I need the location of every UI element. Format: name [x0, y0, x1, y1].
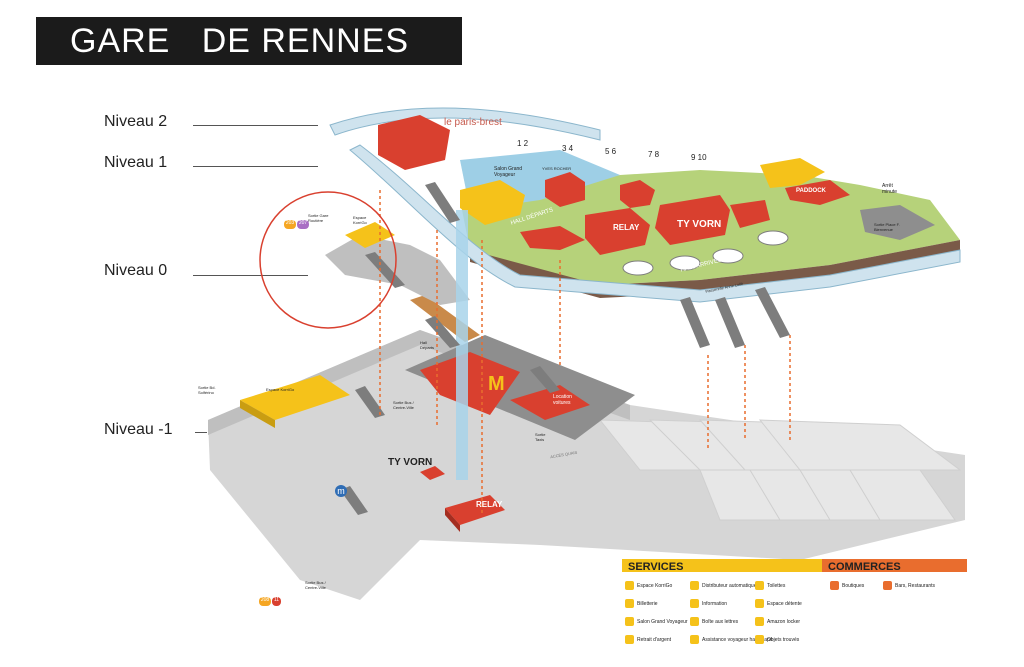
toilet-icon: [755, 581, 764, 590]
sortie-place-block: [860, 205, 935, 240]
accessibility-icon: [690, 635, 699, 644]
label-yves-rocher: YVES ROCHER: [542, 166, 572, 171]
lost-found-icon: [755, 635, 764, 644]
label-track-2: 3 4: [562, 144, 574, 153]
bus-badge-208: 208: [259, 597, 271, 606]
level-label-minus1: Niveau -1: [104, 421, 173, 438]
level-label-0: Niveau 0: [104, 262, 168, 279]
legend-item-information: Information: [690, 599, 727, 608]
label-sortie-bus-cv-1: Sortie Bus / Centre-Ville: [393, 400, 414, 410]
elevator-shaft: [456, 210, 468, 480]
info-icon: [690, 599, 699, 608]
label-tyvorn-upper: TY VORN: [677, 219, 722, 230]
level-label-2: Niveau 2: [104, 113, 168, 130]
bus-badge-11: 11: [272, 597, 281, 606]
level-line-2: [193, 125, 318, 126]
legend-item-salon: Salon Grand Voyageur: [625, 617, 688, 626]
label-tyvorn-minus1: TY VORN: [388, 457, 433, 468]
label-relay-upper: RELAY: [613, 223, 640, 232]
label-sortie-routiere: Sortie Gare Routière: [308, 213, 329, 223]
shop-5: [620, 180, 655, 208]
cocktail-icon: [883, 581, 892, 590]
legend-item-boite: Boîte aux lettres: [690, 617, 738, 626]
stair-ovals: [622, 230, 789, 276]
label-track-1: 1 2: [517, 139, 529, 148]
salon-icon: [625, 617, 634, 626]
ticket-machine-icon: [690, 581, 699, 590]
label-sortie-bus-cv-2: Sortie Bus / Centre-Ville: [305, 580, 326, 590]
legend-item-toilettes: Toilettes: [755, 581, 785, 590]
legend-item-boutiques: Boutiques: [830, 581, 864, 590]
vertical-links: [379, 190, 791, 515]
highlight-circle: [259, 191, 397, 329]
label-sortie-place: Sortie Place F. Bienvenue: [874, 222, 900, 232]
level-line-0: [193, 275, 308, 276]
location-voitures: [510, 385, 590, 420]
shop-yves: [545, 172, 585, 207]
locker-icon: [755, 617, 764, 626]
label-korrigo-minus1: Espace KorriGo: [266, 387, 295, 392]
shop-paddock: [785, 180, 850, 205]
shop-relay: [585, 208, 650, 255]
legend-item-detente: Espace détente: [755, 599, 802, 608]
label-sortie-taxis: Sortie Taxis: [535, 432, 546, 442]
level-label-1: Niveau 1: [104, 154, 168, 171]
escalators: [340, 182, 790, 515]
platform-strips: [598, 419, 962, 521]
passerelle-ring: [349, 144, 961, 303]
legend-item-amazon: Amazon locker: [755, 617, 800, 626]
label-track-3: 5 6: [605, 147, 617, 156]
legend-item-retrait: Retrait d'argent: [625, 635, 671, 644]
ticket-office-icon: [625, 599, 634, 608]
level-minus1-floor: [208, 330, 965, 600]
shopping-bag-icon: [830, 581, 839, 590]
mailbox-icon: [690, 617, 699, 626]
legend-item-distributeur: Distributeur automatique: [690, 581, 756, 590]
label-track-5: 9 10: [691, 153, 707, 162]
tyvorn-minus1: [420, 466, 445, 480]
bus-badge-203: 203: [284, 220, 296, 229]
shop-henaff: [730, 200, 770, 228]
korrigo-level0: [345, 222, 395, 248]
legend-item-billetterie: Billetterie: [625, 599, 658, 608]
legend-item-bars: Bars, Restaurants: [883, 581, 935, 590]
korrigo-minus1: [240, 375, 350, 420]
vert-shop: [420, 352, 520, 415]
shop-yellow-right: [760, 158, 825, 188]
label-korrigo-0: Espace KorriGo: [353, 215, 367, 225]
shop-tyvorn: [655, 195, 730, 245]
bus-badge-207: 207: [297, 220, 309, 229]
legend-commerces-header: COMMERCES: [822, 559, 967, 573]
level0-floor: [325, 235, 470, 305]
title-bar: [36, 17, 462, 65]
label-track-4: 7 8: [648, 150, 660, 159]
lounge-icon: [755, 599, 764, 608]
label-sortie-solferino: Sortie Bd. Solférino: [198, 385, 216, 395]
legend-services-header: SERVICES: [622, 559, 822, 573]
page-title: GARE DE RENNES: [70, 22, 410, 60]
metro-icon: m: [335, 485, 347, 497]
label-salon-gv: Salon Grand Voyageur: [494, 166, 523, 178]
label-hall-departs-small: Hall Départs: [420, 340, 435, 350]
label-relay-minus1: RELAY: [476, 500, 503, 509]
relay-minus1: [445, 495, 505, 525]
atm-icon: [625, 635, 634, 644]
legend-item-assistance: Assistance voyageur handicapé: [690, 635, 773, 644]
korrigo-icon: [625, 581, 634, 590]
shop-paris-brest: [378, 115, 450, 170]
label-paddock: PADDOCK: [796, 188, 826, 194]
level-line-1: [193, 166, 318, 167]
mcdonalds-icon: M: [488, 373, 505, 395]
level-line-minus1: [195, 432, 207, 433]
label-arret-minute: Arrêt minute: [882, 183, 898, 195]
shop-mcdo-upper: [520, 226, 585, 250]
legend-item-korrigo: Espace KorriGo: [625, 581, 672, 590]
label-paris-brest: le paris-brest: [444, 117, 502, 128]
shop-salon: [460, 180, 525, 225]
legend-item-objets: Objets trouvés: [755, 635, 799, 644]
label-location-voitures: Location voitures: [553, 394, 572, 406]
